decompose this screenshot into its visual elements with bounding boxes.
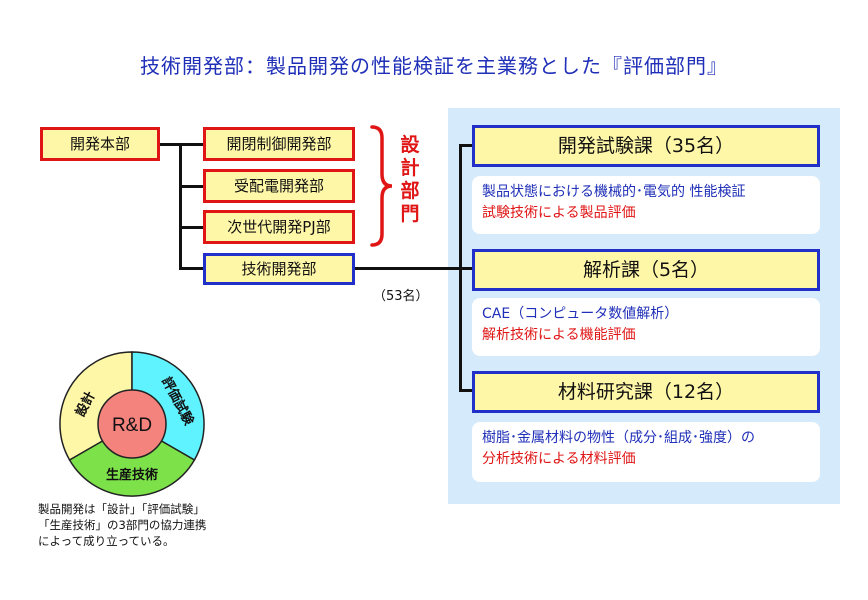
- section-line-2: 試験技術による製品評価: [482, 205, 636, 221]
- rnd-diagram: R&D 設計 評価試験 生産技術: [59, 351, 205, 497]
- connector-dept-4: [179, 267, 204, 270]
- note-line: 製品開発は「設計」「評価試験」: [38, 502, 205, 516]
- section-line-2: 解析技術による機能評価: [482, 327, 636, 343]
- section-card: 製品状態における機械的･電気的 性能検証 試験技術による製品評価: [472, 176, 820, 234]
- dept-label: 受配電開発部: [233, 177, 324, 195]
- connector-dept-1: [179, 143, 204, 146]
- note-line: によって成り立っている。: [38, 534, 175, 548]
- dept-label: 次世代開発PJ部: [227, 218, 331, 236]
- rnd-center-label: R&D: [112, 415, 152, 436]
- rnd-production-label: 生産技術: [106, 467, 158, 483]
- section-line-1: CAE（コンピュータ数値解析）: [482, 306, 679, 322]
- connector-hq: [160, 143, 182, 146]
- design-group-char: 門: [400, 203, 420, 225]
- connector-dept-2: [179, 185, 204, 188]
- tech-dept-box: 技術開発部: [203, 253, 355, 285]
- rnd-production-segment: [68, 423, 196, 497]
- dept-box: 開閉制御開発部: [203, 127, 355, 161]
- design-group-char: 計: [400, 157, 420, 179]
- design-group-char: 設: [400, 134, 420, 156]
- connector-section-3: [459, 389, 473, 392]
- connector-trunk: [179, 143, 182, 269]
- design-brace: [370, 125, 393, 247]
- hq-box: 開発本部: [40, 127, 160, 161]
- section-card: CAE（コンピュータ数値解析） 解析技術による機能評価: [472, 298, 820, 356]
- section-header: 解析課（5名）: [472, 249, 820, 291]
- tech-dept-count: （53名）: [373, 289, 429, 304]
- dept-box: 受配電開発部: [203, 169, 355, 203]
- hq-label: 開発本部: [69, 135, 130, 153]
- connector-section-1: [459, 144, 473, 147]
- design-group-char: 部: [400, 180, 420, 202]
- section-line-1: 樹脂･金属材料の物性（成分･組成･強度）の: [482, 430, 755, 446]
- connector-section-2: [459, 267, 473, 270]
- section-line-2: 分析技術による材料評価: [482, 451, 636, 467]
- section-header: 材料研究課（12名）: [472, 371, 820, 413]
- tech-dept-label: 技術開発部: [241, 260, 317, 278]
- design-group-label: 設 計 部 門: [398, 134, 422, 226]
- section-header: 開発試験課（35名）: [472, 125, 820, 167]
- section-name: 材料研究課（12名）: [557, 381, 735, 403]
- section-name: 解析課（5名）: [582, 259, 710, 281]
- connector-to-panel: [355, 267, 462, 270]
- section-line-1: 製品状態における機械的･電気的 性能検証: [482, 184, 746, 200]
- rnd-note: 製品開発は「設計」「評価試験」 「生産技術」の3部門の協力連携 によって成り立っ…: [38, 501, 206, 549]
- dept-label: 開閉制御開発部: [226, 135, 332, 153]
- section-card: 樹脂･金属材料の物性（成分･組成･強度）の 分析技術による材料評価: [472, 422, 820, 482]
- connector-dept-3: [179, 226, 204, 229]
- note-line: 「生産技術」の3部門の協力連携: [38, 518, 207, 532]
- rnd-center-circle: [97, 389, 167, 459]
- page-title: 技術開発部：製品開発の性能検証を主業務とした『評価部門』: [140, 54, 728, 78]
- dept-box: 次世代開発PJ部: [203, 210, 355, 244]
- section-name: 開発試験課（35名）: [557, 135, 735, 157]
